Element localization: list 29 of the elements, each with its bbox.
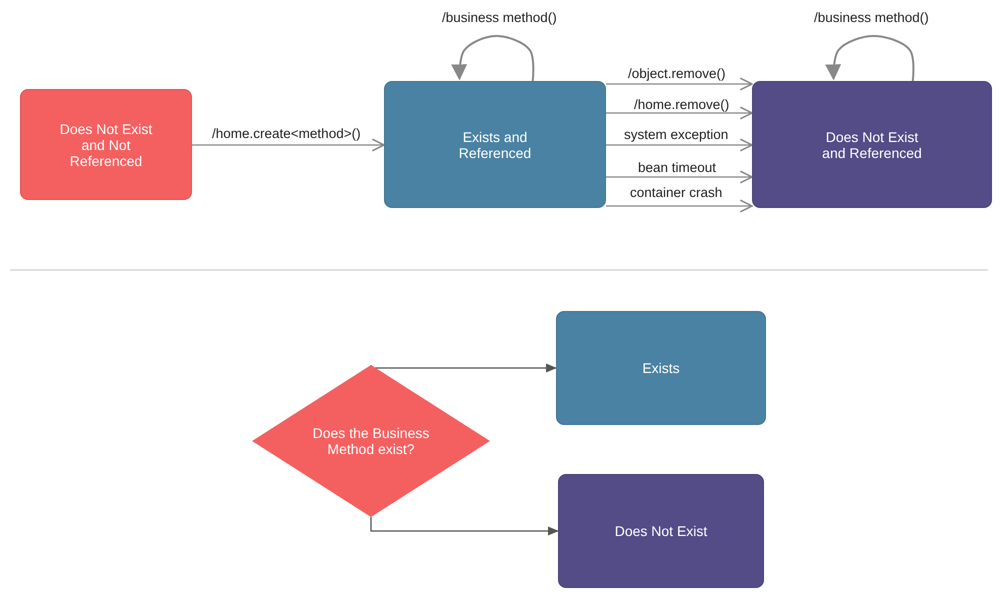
node-label: Does Not Exist xyxy=(614,523,708,539)
node-label: Does the Business Method exist? xyxy=(312,425,430,457)
state-box xyxy=(752,81,992,208)
decision-diamond xyxy=(252,365,490,517)
self-loop-arrow xyxy=(451,35,534,82)
edge-label: /home.create<method>() xyxy=(210,126,363,141)
node-label: Does Not Exist and Referenced xyxy=(821,128,923,160)
edge-label: system exception xyxy=(622,127,730,142)
edge-label: container crash xyxy=(628,185,724,200)
node-label: Exists and Referenced xyxy=(458,128,532,160)
edge-label: /home.remove() xyxy=(632,97,732,112)
arrow xyxy=(370,517,559,536)
arrow xyxy=(606,106,753,120)
state-box xyxy=(556,311,766,425)
edge-label: bean timeout xyxy=(636,160,718,175)
arrow xyxy=(606,138,753,152)
arrow xyxy=(606,170,753,184)
arrow xyxy=(192,138,385,152)
node-label: Does Not Exist and Not Referenced xyxy=(58,120,154,168)
arrow xyxy=(606,77,753,91)
edge-label: /object.remove() xyxy=(626,66,728,81)
arrow xyxy=(606,199,753,213)
state-box xyxy=(384,81,606,208)
self-loop-arrow xyxy=(825,35,914,82)
state-box xyxy=(20,89,192,200)
edge-label: /business method() xyxy=(812,10,931,25)
node-label: Exists xyxy=(641,360,681,376)
edge-label: /business method() xyxy=(440,10,559,25)
state-box xyxy=(558,474,764,588)
